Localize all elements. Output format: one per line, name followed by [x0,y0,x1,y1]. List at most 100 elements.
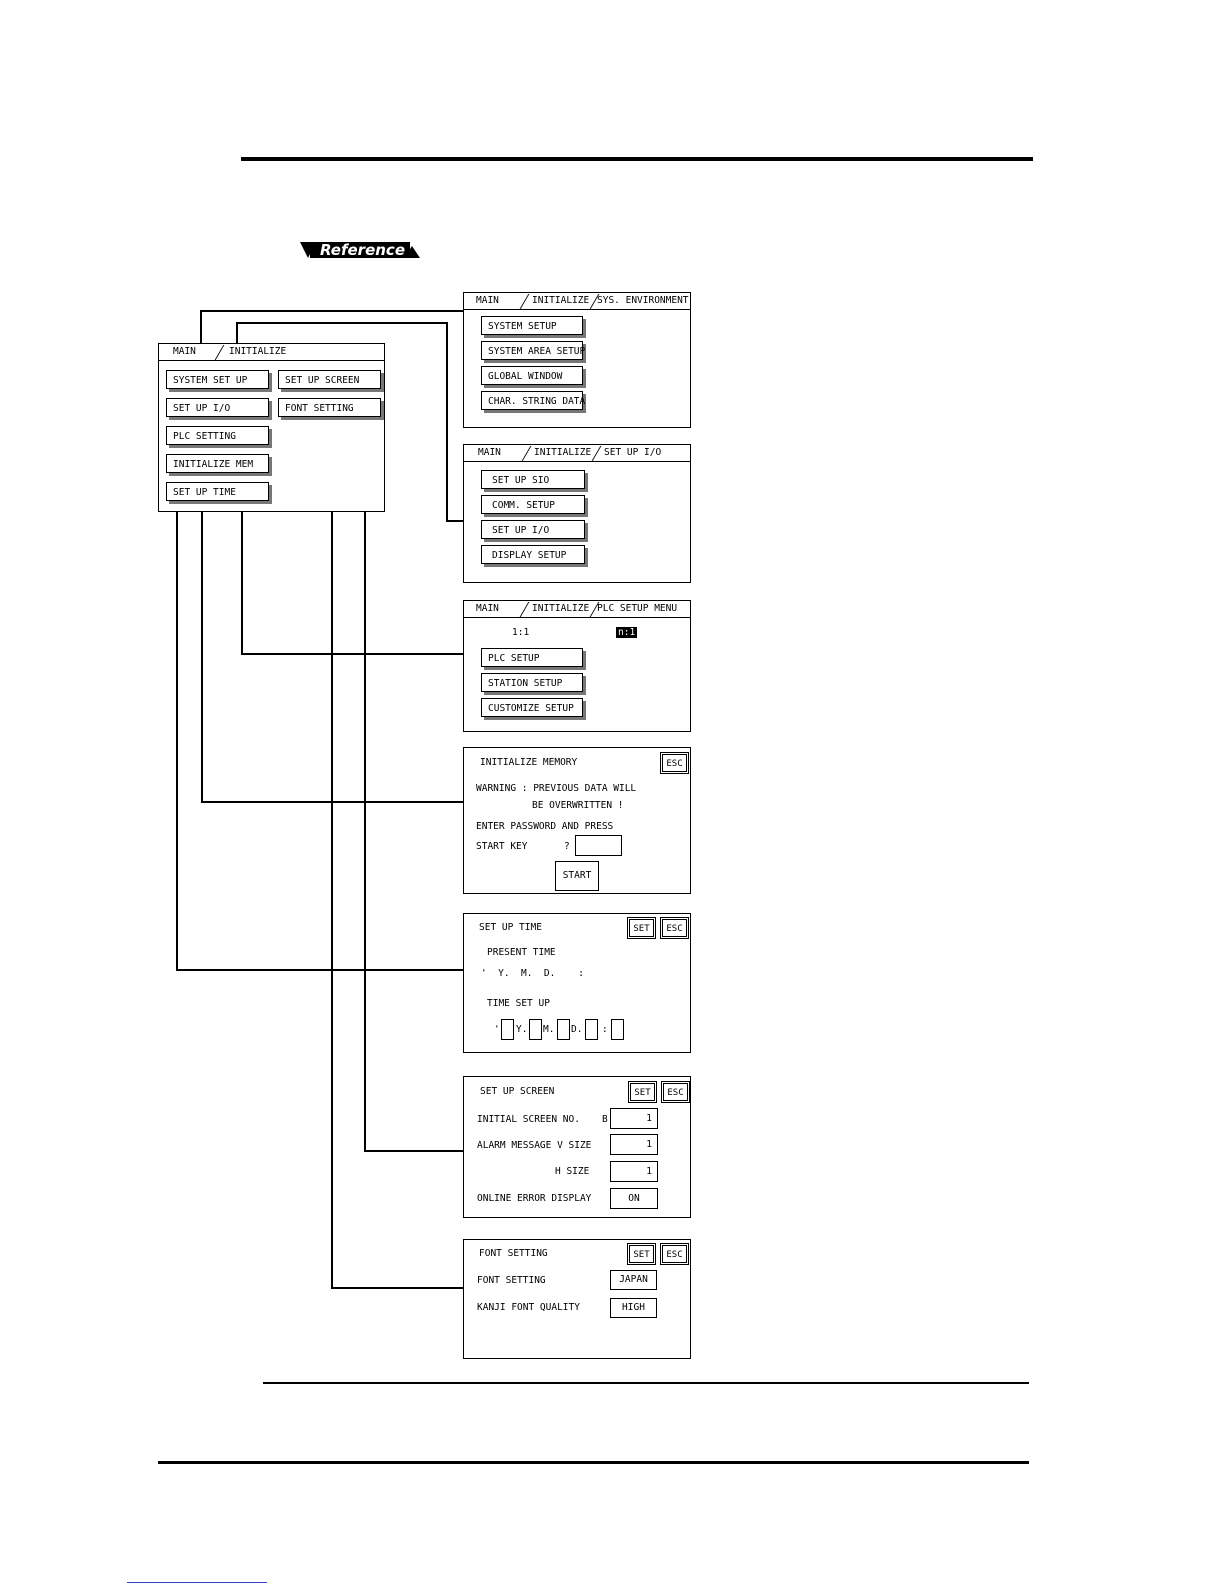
tab-initialize[interactable]: INITIALIZE [532,603,590,614]
font-setting-label: FONT SETTING [477,1275,546,1286]
tab-divider [214,345,227,360]
day-input[interactable] [557,1019,570,1040]
tab-bar: MAIN INITIALIZE [159,344,384,361]
char-string-data-button[interactable]: CHAR. STRING DATA [481,391,585,410]
initial-screen-input[interactable]: 1 [610,1108,658,1129]
connector-initmem [201,460,465,803]
online-error-label: ONLINE ERROR DISPLAY [477,1193,592,1204]
year-input[interactable] [501,1019,514,1040]
tab-main[interactable]: MAIN [478,447,501,458]
warning-line-2: BE OVERWRITTEN ! [532,800,624,811]
plc-setup-button[interactable]: PLC SETUP [481,648,583,667]
alarm-v-size-label: ALARM MESSAGE V SIZE [477,1140,592,1151]
prefix-b: B [602,1114,608,1125]
kanji-quality-value: HIGH [622,1302,645,1313]
h-size-value: 1 [646,1166,652,1177]
tab-initialize[interactable]: INITIALIZE [532,295,590,306]
kanji-quality-label: KANJI FONT QUALITY [477,1302,580,1313]
initial-screen-value: 1 [646,1113,652,1124]
plc-setting-button[interactable]: PLC SETTING [166,426,269,445]
tab-divider [519,294,532,309]
initialize-main-panel: MAIN INITIALIZE SYSTEM SET UP SET UP SCR… [158,343,385,512]
comm-setup-button[interactable]: COMM. SETUP [481,495,585,514]
start-key-text: START KEY [476,841,528,852]
set-up-io-button[interactable]: SET UP I/O [166,398,269,417]
kanji-quality-input[interactable]: HIGH [610,1298,657,1318]
footer-underline [127,1582,267,1583]
esc-button[interactable]: ESC [660,752,689,774]
bottom-rule [263,1382,1029,1384]
font-setting-value: JAPAN [619,1274,648,1285]
tab-set-up-io[interactable]: SET UP I/O [604,447,662,458]
tab-main[interactable]: MAIN [173,346,196,357]
tab-main[interactable]: MAIN [476,603,499,614]
set-up-screen-button[interactable]: SET UP SCREEN [278,370,381,389]
footer-rule [158,1461,1029,1464]
mode-n-1[interactable]: n:1 [616,627,638,638]
tab-sys-environment[interactable]: SYS. ENVIRONMENT [597,295,689,306]
month-input[interactable] [529,1019,542,1040]
set-up-sio-button[interactable]: SET UP SIO [481,470,585,489]
font-setting-button[interactable]: FONT SETTING [278,398,381,417]
alarm-v-size-value: 1 [646,1139,652,1150]
reference-arrow-icon [300,242,420,258]
esc-button[interactable]: ESC [660,1243,689,1265]
set-up-time-button[interactable]: SET UP TIME [166,482,269,501]
online-error-input[interactable]: ON [610,1188,658,1209]
set-button[interactable]: SET [628,1081,657,1103]
month-unit: M. [543,1024,555,1035]
h-size-input[interactable]: 1 [610,1161,658,1182]
hour-input[interactable] [585,1019,598,1040]
tab-initialize[interactable]: INITIALIZE [229,346,287,357]
system-set-up-button[interactable]: SYSTEM SET UP [166,370,269,389]
tab-plc-setup-menu[interactable]: PLC SETUP MENU [597,603,678,614]
esc-button[interactable]: ESC [661,1081,690,1103]
set-button[interactable]: SET [627,917,656,939]
enter-password-text: ENTER PASSWORD AND PRESS [476,821,614,832]
panel-title: SET UP SCREEN [480,1086,555,1097]
question-mark: ? [564,841,570,852]
panel-title: FONT SETTING [479,1248,548,1259]
esc-button[interactable]: ESC [660,917,689,939]
connector-font [331,408,465,1289]
online-error-value: ON [628,1193,640,1204]
initial-screen-label: INITIAL SCREEN NO. [477,1114,580,1125]
system-setup-button[interactable]: SYSTEM SETUP [481,316,583,335]
reference-label: Reference [320,241,405,259]
alarm-v-size-input[interactable]: 1 [610,1134,658,1155]
display-setup-button[interactable]: DISPLAY SETUP [481,545,585,564]
set-button[interactable]: SET [627,1243,656,1265]
warning-line-1: WARNING : PREVIOUS DATA WILL [476,783,637,794]
year-unit: Y. [516,1024,528,1035]
panel-title: SET UP TIME [479,922,542,933]
sys-environment-panel: MAIN INITIALIZE SYS. ENVIRONMENT SYSTEM … [463,292,691,428]
customize-setup-button[interactable]: CUSTOMIZE SETUP [481,698,583,717]
connector-time [176,490,465,971]
tab-divider [519,602,532,617]
start-button[interactable]: START [555,861,599,891]
set-up-screen-panel: SET UP SCREEN SET ESC INITIAL SCREEN NO.… [463,1076,691,1218]
minute-input[interactable] [611,1019,624,1040]
day-unit: D. [571,1024,583,1035]
initialize-mem-button[interactable]: INITIALIZE MEM [166,454,269,473]
time-colon: : [602,1024,608,1035]
time-apostrophe: ' [494,1024,500,1035]
tab-initialize[interactable]: INITIALIZE [534,447,592,458]
tab-bar: MAIN INITIALIZE SYS. ENVIRONMENT [464,293,690,310]
panel-title: INITIALIZE MEMORY [480,757,578,768]
global-window-button[interactable]: GLOBAL WINDOW [481,366,583,385]
set-up-io-sub-button[interactable]: SET UP I/O [481,520,585,539]
station-setup-button[interactable]: STATION SETUP [481,673,583,692]
tab-bar: MAIN INITIALIZE PLC SETUP MENU [464,601,690,618]
tab-divider [521,446,534,461]
top-rule [241,157,1033,161]
system-area-setup-button[interactable]: SYSTEM AREA SETUP [481,341,585,360]
tab-main[interactable]: MAIN [476,295,499,306]
font-setting-input[interactable]: JAPAN [610,1270,657,1290]
plc-setup-menu-panel: MAIN INITIALIZE PLC SETUP MENU 1:1 n:1 P… [463,600,691,732]
password-input[interactable] [575,835,622,856]
mode-1-1[interactable]: 1:1 [512,627,530,638]
initialize-memory-panel: INITIALIZE MEMORY ESC WARNING : PREVIOUS… [463,747,691,894]
font-setting-panel: FONT SETTING SET ESC FONT SETTING JAPAN … [463,1239,691,1359]
